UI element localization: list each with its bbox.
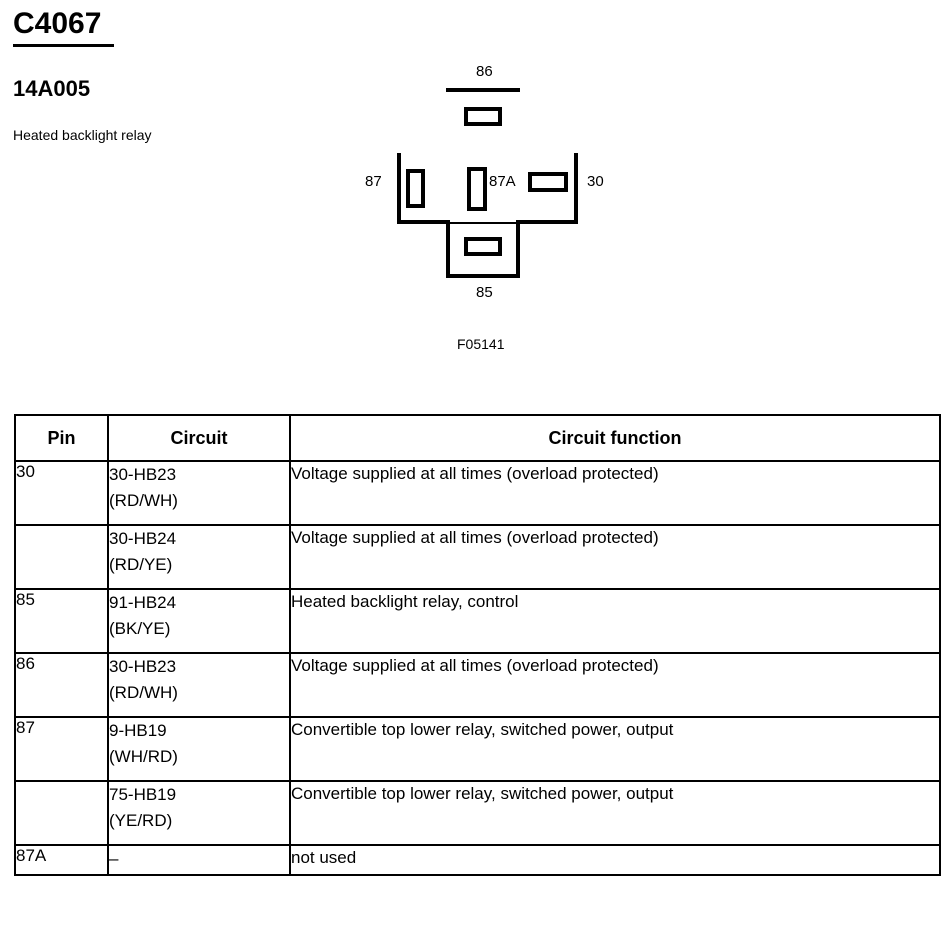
diagram-pin-label-85: 85 xyxy=(476,284,493,301)
cell-pin: 87A xyxy=(14,844,109,876)
circuit-color-code: (RD/WH) xyxy=(109,683,178,702)
cell-pin: 30 xyxy=(14,460,109,526)
cell-circuit-function: Convertible top lower relay, switched po… xyxy=(289,716,941,782)
connector-id-title: C4067 xyxy=(13,7,102,40)
column-header-pin: Pin xyxy=(14,414,109,462)
circuit-code: 30-HB23 xyxy=(109,465,177,484)
cell-pin xyxy=(14,781,109,846)
cell-circuit-function: Convertible top lower relay, switched po… xyxy=(289,780,941,846)
cell-circuit-function: Voltage supplied at all times (overload … xyxy=(289,524,941,590)
connector-pinout-diagram: 86 87 87A 30 85 F05141 xyxy=(350,55,630,365)
diagram-pin-label-86: 86 xyxy=(476,63,493,80)
diagram-pin-label-87a: 87A xyxy=(489,173,516,190)
circuit-code: – xyxy=(109,849,119,868)
terminal-slot-center xyxy=(467,167,487,211)
cell-circuit: 91-HB24 (BK/YE) xyxy=(107,588,291,654)
table-header-row: Pin Circuit Circuit function xyxy=(14,414,941,462)
cell-circuit: 30-HB23 (RD/WH) xyxy=(107,460,291,526)
terminal-slot-86 xyxy=(464,107,502,126)
cell-circuit: 30-HB23 (RD/WH) xyxy=(107,652,291,718)
cell-circuit-function: Voltage supplied at all times (overload … xyxy=(289,652,941,718)
diagram-pin-label-87: 87 xyxy=(365,173,382,190)
cell-pin: 86 xyxy=(14,652,109,718)
circuit-code: 30-HB24 xyxy=(109,529,177,548)
cell-circuit-function: Heated backlight relay, control xyxy=(289,588,941,654)
column-header-circuit-function: Circuit function xyxy=(289,414,941,462)
part-number: 14A005 xyxy=(13,76,91,101)
circuit-code: 75-HB19 xyxy=(109,785,177,804)
table-row: 75-HB19 (YE/RD) Convertible top lower rela… xyxy=(14,780,941,846)
figure-id-label: F05141 xyxy=(457,336,505,352)
table-row: 30-HB24 (RD/YE) Voltage supplied at all ti… xyxy=(14,524,941,590)
cell-circuit-function: Voltage supplied at all times (overload … xyxy=(289,460,941,526)
cell-circuit: 9-HB19 (WH/RD) xyxy=(107,716,291,782)
circuit-color-code: (RD/WH) xyxy=(109,491,178,510)
cell-circuit: – xyxy=(107,844,291,876)
cell-circuit: 75-HB19 (YE/RD) xyxy=(107,780,291,846)
cell-pin xyxy=(14,525,109,590)
title-underline-rule xyxy=(13,44,114,47)
circuit-color-code: (BK/YE) xyxy=(109,619,171,638)
terminal-slot-30 xyxy=(528,172,568,192)
cell-circuit: 30-HB24 (RD/YE) xyxy=(107,524,291,590)
circuit-color-code: (WH/RD) xyxy=(109,747,178,766)
terminal-slot-87 xyxy=(406,169,425,208)
cell-circuit-function: not used xyxy=(289,844,941,876)
terminal-slot-85 xyxy=(464,237,502,256)
component-description: Heated backlight relay xyxy=(13,127,152,143)
cell-pin: 85 xyxy=(14,588,109,654)
table-row: 87A– not used xyxy=(14,844,941,876)
diagram-pin-label-30: 30 xyxy=(587,173,604,190)
circuit-code: 9-HB19 xyxy=(109,721,167,740)
circuit-code: 91-HB24 xyxy=(109,593,177,612)
circuit-color-code: (RD/YE) xyxy=(109,555,173,574)
circuit-code: 30-HB23 xyxy=(109,657,177,676)
column-header-circuit: Circuit xyxy=(107,414,291,462)
cell-pin: 87 xyxy=(14,716,109,782)
circuit-color-code: (YE/RD) xyxy=(109,811,173,830)
